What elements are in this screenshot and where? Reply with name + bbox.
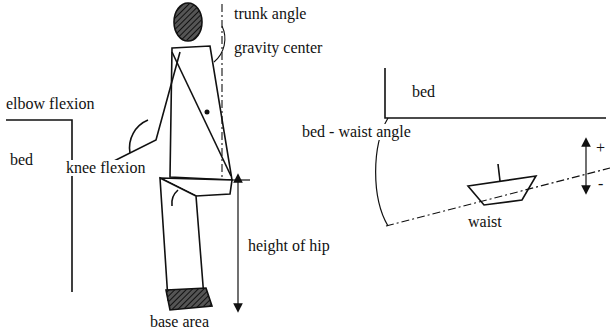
dimension-label: height of hip (248, 238, 330, 254)
sign-label: - (598, 176, 603, 192)
part-label: base area (150, 314, 209, 330)
part-label: bed (412, 84, 435, 100)
sign-label: + (596, 140, 605, 156)
angle-label: bed - waist angle (300, 124, 413, 140)
angle-label: knee flexion (64, 160, 148, 176)
angle-label: elbow flexion (4, 96, 96, 112)
angle-label: trunk angle (232, 6, 308, 22)
part-label: waist (468, 214, 502, 230)
part-label: bed (10, 152, 33, 168)
point-label: gravity center (232, 40, 324, 56)
